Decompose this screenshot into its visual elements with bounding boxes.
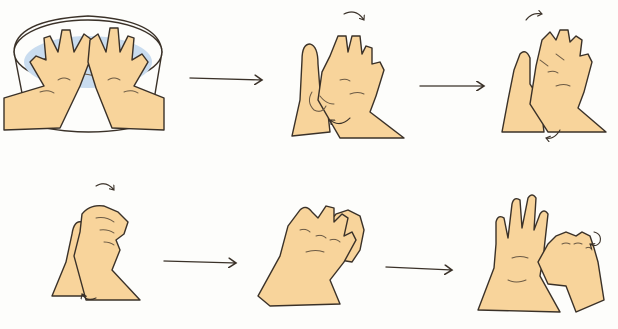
right-hand — [530, 30, 606, 132]
left-hand-in-water — [4, 30, 92, 130]
right-hand-in-water — [88, 28, 164, 130]
front-hand — [318, 36, 404, 138]
front-hand — [258, 206, 356, 306]
right-arrow-icon — [386, 267, 452, 270]
step-6-thumb-rotation — [478, 195, 604, 312]
step-5-fingers-interlocked — [258, 206, 364, 306]
rotation-arrow-icon — [344, 12, 364, 20]
step-3-interlaced-palms — [502, 14, 606, 139]
front-hand — [74, 206, 140, 300]
step-1-wet-hands-in-basin — [4, 16, 164, 132]
right-arrow-icon — [190, 78, 262, 80]
rotation-arrow-icon — [96, 184, 114, 190]
right-arrow-icon — [164, 261, 236, 263]
step-4-back-of-hands — [52, 184, 140, 300]
rotation-arrow-icon — [526, 14, 542, 20]
step-2-palm-to-palm — [292, 12, 404, 138]
